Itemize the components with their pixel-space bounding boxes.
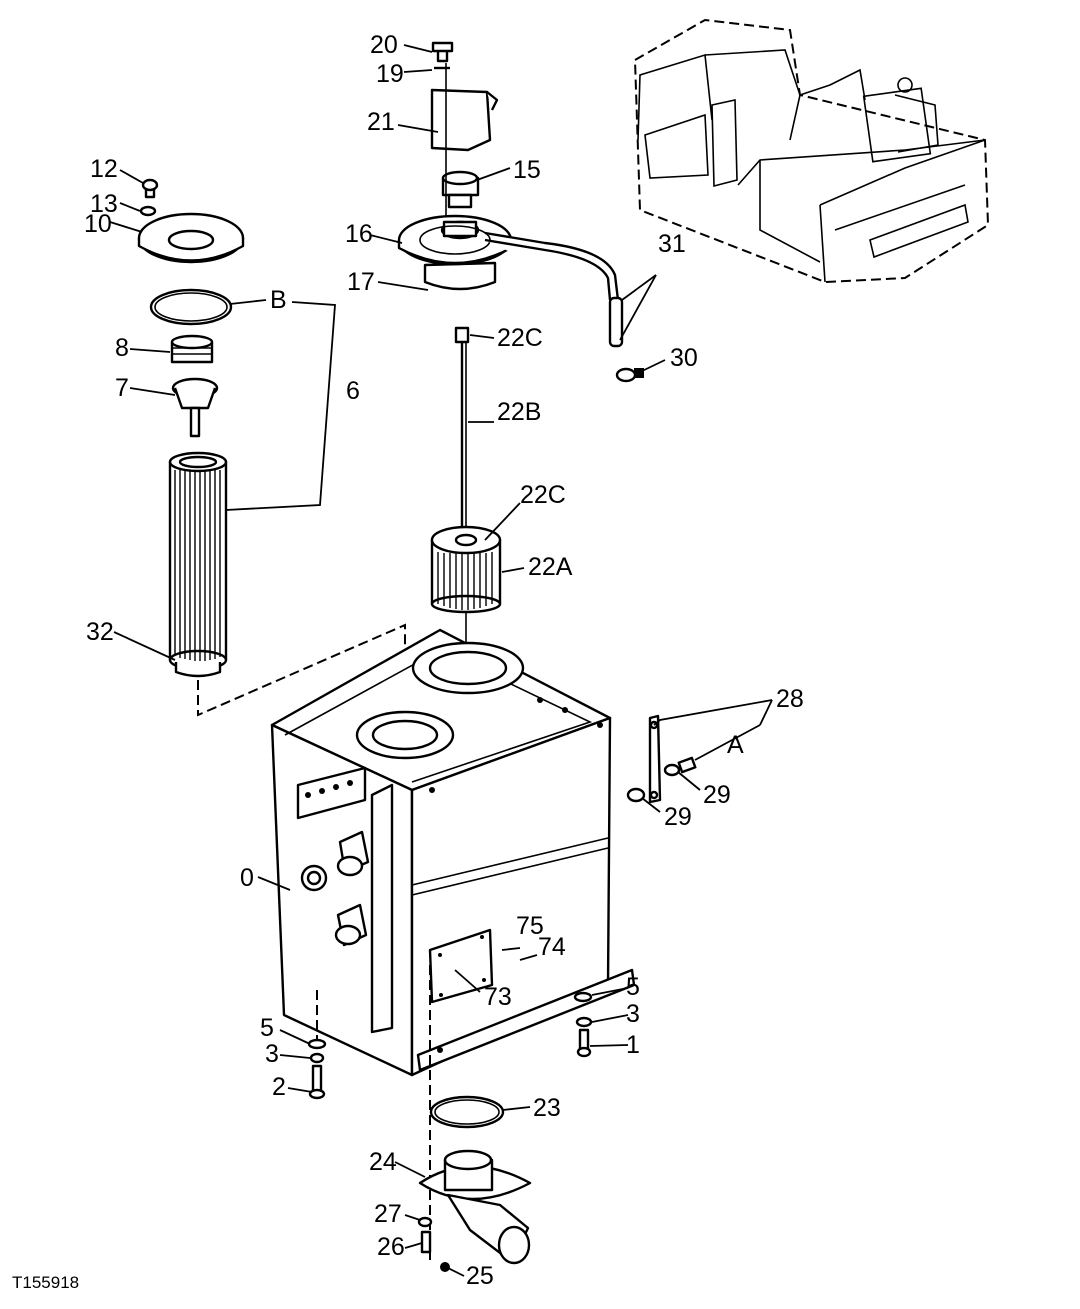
callout-25: 25 [466, 1262, 494, 1290]
callout-19: 19 [376, 60, 404, 88]
callout-5-left: 5 [260, 1014, 274, 1042]
callout-a: A [727, 731, 744, 759]
excavator-locator-illustration [633, 18, 990, 284]
callout-13: 13 [90, 190, 118, 218]
callout-24: 24 [369, 1148, 397, 1176]
callout-23: 23 [533, 1094, 561, 1122]
callout-30: 30 [670, 344, 698, 372]
callout-22c-mid: 22C [520, 481, 566, 509]
callout-leader-lines [109, 44, 773, 1277]
callout-b: B [270, 286, 287, 314]
callout-29-upper: 29 [703, 781, 731, 809]
callout-74: 74 [538, 933, 566, 961]
return-filter-assembly [137, 178, 245, 438]
callout-5-right: 5 [626, 973, 640, 1001]
callout-22b: 22B [497, 398, 541, 426]
callout-22c-top: 22C [497, 324, 543, 352]
figure-id: T155918 [12, 1273, 79, 1292]
callout-7: 7 [115, 374, 129, 402]
callout-3-left: 3 [265, 1040, 279, 1068]
left-mounting-hardware [307, 990, 327, 1100]
callout-17: 17 [347, 268, 375, 296]
callout-75: 75 [516, 912, 544, 940]
callout-73: 73 [484, 983, 512, 1011]
callout-28: 28 [776, 685, 804, 713]
right-mounting-hardware [573, 991, 593, 1058]
callout-31: 31 [658, 230, 686, 258]
callout-22a: 22A [528, 553, 573, 581]
callout-16: 16 [345, 220, 373, 248]
callout-labels: 20 19 21 15 16 17 31 30 22C 22B 22C 22A … [12, 31, 804, 1292]
callout-0: 0 [240, 864, 254, 892]
drain-hose-assembly [484, 231, 644, 383]
callout-15: 15 [513, 156, 541, 184]
callout-20: 20 [370, 31, 398, 59]
suction-flange-assembly [397, 214, 513, 291]
callout-10: 10 [84, 210, 112, 238]
callout-27: 27 [374, 1200, 402, 1228]
level-gauge-bracket [626, 714, 697, 804]
callout-29-lower: 29 [664, 803, 692, 831]
callout-32: 32 [86, 618, 114, 646]
breather-cap-assembly [430, 41, 499, 280]
drain-flange-assembly [417, 965, 532, 1272]
callout-2: 2 [272, 1073, 286, 1101]
callout-3-right: 3 [626, 1000, 640, 1028]
callout-8: 8 [115, 334, 129, 362]
hydraulic-tank-body [270, 628, 636, 1077]
callout-26: 26 [377, 1233, 405, 1261]
callout-21: 21 [367, 108, 395, 136]
callout-12: 12 [90, 155, 118, 183]
callout-1: 1 [626, 1031, 640, 1059]
callout-6: 6 [346, 377, 360, 405]
